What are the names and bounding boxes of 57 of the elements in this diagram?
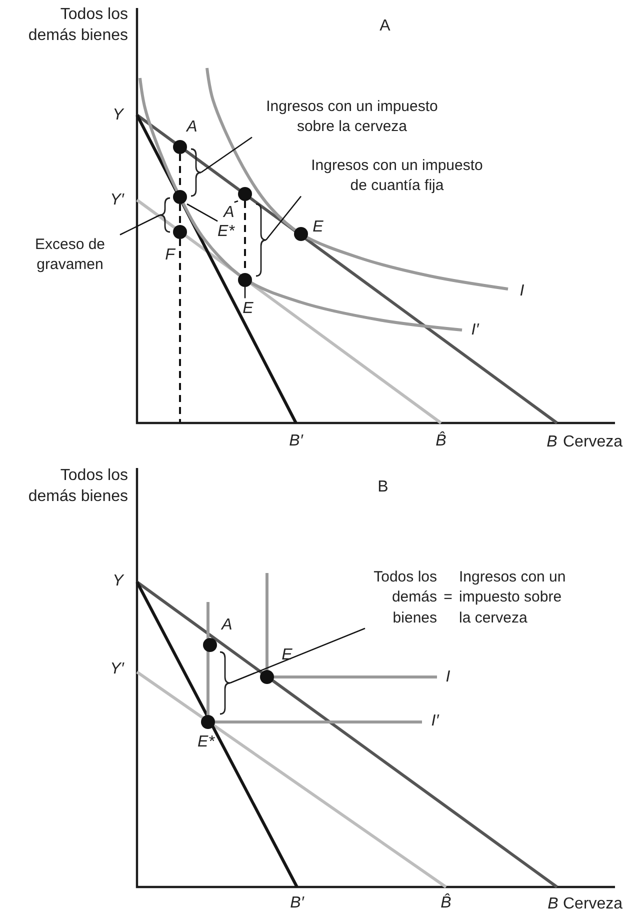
- leader-line: [230, 628, 366, 684]
- point-marker: [260, 670, 274, 684]
- annotation-text: Ingresos con un impuesto sobre la cerveza: [265, 96, 439, 137]
- leader-line: [200, 136, 252, 174]
- point-label: E: [312, 218, 324, 238]
- point-label: I′: [471, 320, 479, 341]
- equals-sign: =: [442, 588, 454, 608]
- point-label: E: [282, 646, 292, 666]
- point-marker: [173, 225, 187, 239]
- axis-title: Todos los demás bienes: [27, 5, 128, 46]
- point-marker: [294, 227, 308, 241]
- curly-brace: [256, 203, 267, 277]
- dashed-guide-line: [179, 204, 181, 225]
- point-label: A: [224, 203, 234, 224]
- curly-brace: [220, 651, 231, 715]
- axis-title: Todos los demás bienes: [27, 466, 128, 507]
- leader-line: [120, 214, 160, 236]
- point-label: E*: [218, 222, 234, 242]
- dashed-guide-line: [179, 239, 181, 422]
- leader-line: [234, 200, 238, 203]
- point-marker: [238, 273, 252, 287]
- point-label: I: [520, 282, 524, 302]
- point-marker: [201, 715, 215, 729]
- annotation-text: Ingresos con un impuesto sobre la cerveza: [459, 568, 567, 628]
- point-label: B̂: [440, 894, 452, 914]
- curly-brace: [190, 148, 202, 197]
- point-label: Y: [112, 572, 124, 592]
- point-label: Y: [112, 106, 124, 126]
- annotation-text: Todos los demás bienes: [372, 568, 437, 628]
- point-label: B: [546, 432, 558, 453]
- point-label: B′: [289, 432, 303, 452]
- leader-line: [186, 203, 218, 222]
- point-label: I: [446, 668, 450, 688]
- point-marker: [203, 638, 217, 652]
- point-label: B̂: [436, 432, 446, 452]
- curly-brace: [159, 197, 170, 233]
- annotation-text: Exceso de gravamen: [34, 234, 106, 275]
- point-label: A: [186, 118, 198, 138]
- point-label: A: [222, 616, 232, 636]
- point-label: I′: [431, 712, 439, 732]
- annotation-text: Ingresos con un impuesto de cuantía fija: [310, 156, 484, 196]
- point-label: B: [548, 894, 558, 914]
- point-label: Y′: [110, 190, 124, 211]
- point-marker: [173, 140, 187, 154]
- panel-label: Cerveza: [563, 432, 623, 453]
- panel-label: A: [380, 16, 390, 37]
- point-label: B′: [290, 894, 304, 914]
- leader-line: [244, 287, 246, 298]
- point-marker: [238, 187, 252, 201]
- panel-label: Cerveza: [563, 894, 623, 914]
- point-label: F: [165, 246, 175, 266]
- point-label: Y′: [110, 660, 124, 680]
- leader-line: [266, 196, 302, 240]
- point-marker: [173, 190, 187, 204]
- point-label: E: [242, 299, 254, 320]
- point-label: E*: [198, 732, 214, 753]
- panel-label: B: [378, 478, 388, 498]
